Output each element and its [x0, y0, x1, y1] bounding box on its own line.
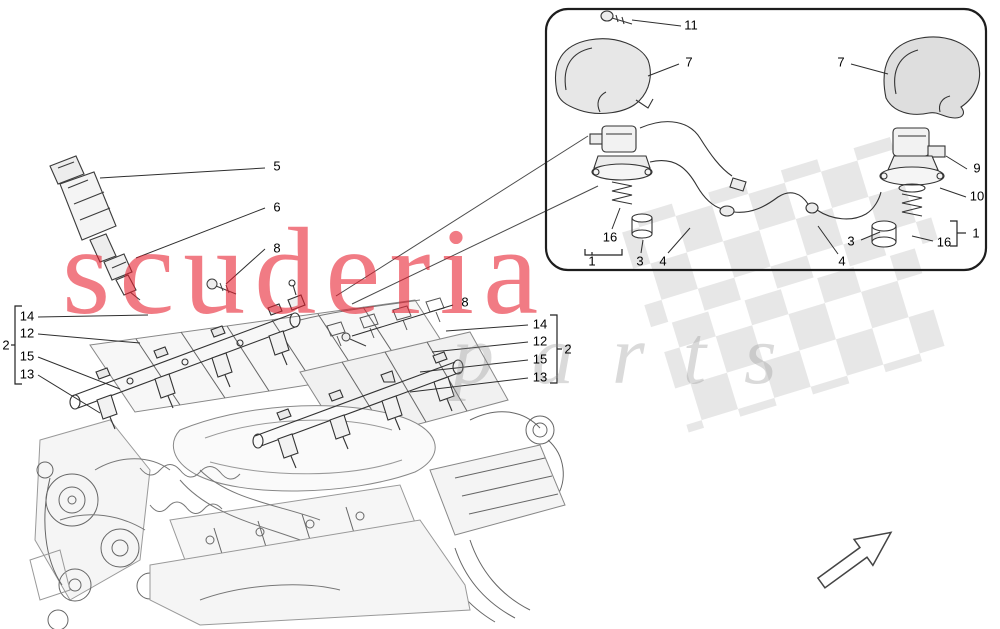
projection-lines: [335, 135, 599, 305]
inset-panel-border: [544, 7, 988, 272]
callout-5-leader: [99, 167, 266, 179]
callout-15-left-leader: [37, 356, 121, 390]
callout-9-leader: [945, 155, 968, 170]
callout-14-mid-leader: [445, 324, 529, 332]
callout-11-leader: [631, 19, 682, 27]
callout-3-pump-left-leader: [640, 239, 644, 254]
callout-10-leader: [939, 187, 967, 198]
callout-8-coil-leader: [225, 248, 266, 285]
callout-7-left-leader: [647, 63, 680, 77]
callout-8-rail-leader: [351, 304, 454, 337]
direction-arrow: [816, 531, 893, 589]
callout-13-mid-leader: [409, 377, 529, 393]
callout-14-left-leader: [37, 314, 149, 318]
callout-12-left-leader: [37, 333, 141, 344]
fuel-rail-left-drawing: [69, 279, 306, 430]
callout-12-mid-leader: [431, 341, 529, 353]
engine-block-drawing: [29, 297, 566, 629]
callout-16-right-leader: [911, 235, 934, 242]
rail-bolt-drawing: [206, 278, 237, 295]
callout-16-pump-left-leader: [611, 207, 621, 230]
callout-15-mid-leader: [419, 359, 529, 373]
callout-7-right-leader: [850, 63, 889, 75]
callout-3-right-leader: [860, 231, 881, 241]
fuel-rail-right-drawing: [252, 351, 464, 469]
callout-4-pump-left-leader: [667, 227, 691, 254]
ignition-coil-drawing: [49, 155, 141, 301]
rail-bolt-2-drawing: [341, 332, 367, 347]
checkered-flag-watermark: [618, 132, 947, 433]
group-brackets: [11, 220, 966, 385]
callout-6-leader: [135, 207, 266, 259]
callout-13-left-leader: [37, 374, 101, 414]
fuel-pump-inset-drawing: [555, 10, 981, 248]
callout-4-right-leader: [817, 225, 839, 255]
callout-leader-lines: [37, 19, 968, 414]
